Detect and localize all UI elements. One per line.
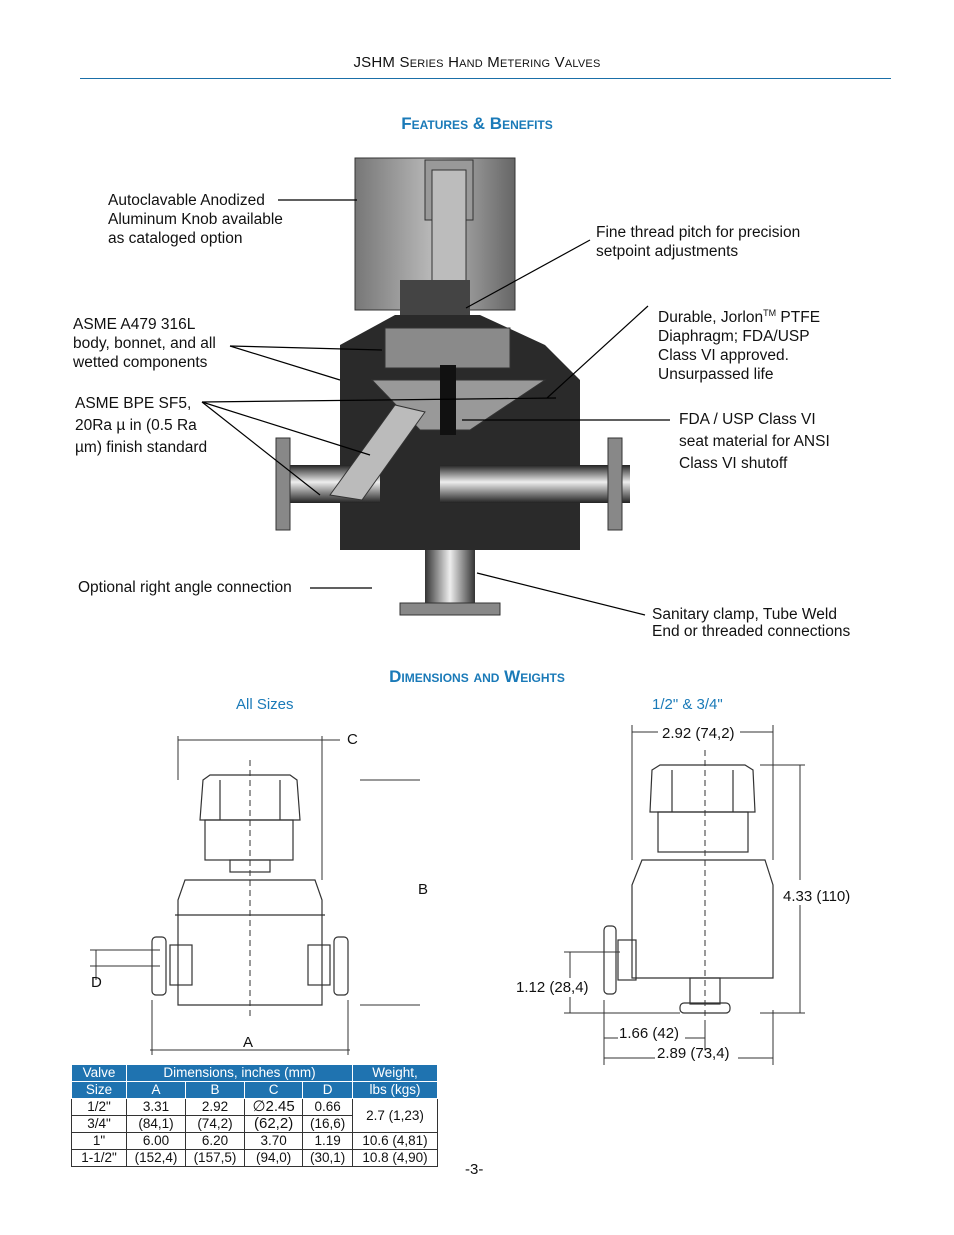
callout-line: seat material for ANSI [679, 433, 830, 450]
left-drawing-title: All Sizes [236, 696, 294, 713]
header-rule [80, 78, 891, 79]
table-row: 1" 6.00 6.20 3.70 1.19 10.6 (4,81) [71, 1132, 438, 1150]
callout-line: body, bonnet, and all [73, 335, 216, 352]
header-weight: Weight, [352, 1064, 438, 1082]
cell-weight: 10.6 (4,81) [352, 1132, 438, 1150]
cell-weight: 10.8 (4,90) [352, 1149, 438, 1167]
callout-line: as cataloged option [108, 230, 243, 247]
callout-thread: Fine thread pitch for precision setpoint… [596, 223, 800, 261]
header-col-d: D [302, 1081, 353, 1099]
dim-height: 4.33 (110) [783, 888, 851, 905]
header-col-b: B [184, 1081, 245, 1099]
callout-line: Unsurpassed life [658, 366, 774, 384]
dim-label-c: C [347, 731, 358, 748]
callout-line: End or threaded connections [652, 623, 851, 640]
header-lbs: lbs (kgs) [352, 1081, 438, 1099]
callout-line: Autoclavable Anodized [108, 192, 265, 209]
dim-label-d: D [91, 974, 102, 991]
callout-line: ASME BPE SF5, [75, 395, 192, 412]
cell-b: (157,5) [184, 1149, 245, 1167]
dim-width: 2.92 (74,2) [662, 725, 735, 742]
drawing-all-sizes [90, 736, 420, 1055]
callout-line: setpoint adjustments [596, 243, 739, 260]
callout-line: Durable, JorlonTM PTFE [658, 304, 820, 327]
cell-c: 3.70 [243, 1132, 304, 1150]
cell-a: (152,4) [126, 1149, 186, 1167]
callout-diaphragm: Durable, JorlonTM PTFE Diaphragm; FDA/US… [658, 304, 820, 384]
table-row: 3/4" (84,1) (74,2) (62,2) (16,6) [71, 1115, 438, 1133]
callout-finish: ASME BPE SF5, 20Ra µ in (0.5 Ra µm) fini… [75, 393, 207, 459]
cell-d: (16,6) [302, 1115, 353, 1133]
header-size: Size [71, 1081, 127, 1099]
cell-size: 1/2" [71, 1098, 127, 1116]
callout-text: PTFE [776, 309, 821, 327]
cell-size: 3/4" [71, 1115, 127, 1133]
table-row: 1/2" 3.31 2.92 ∅2.45 0.66 2.7 (1,23) [71, 1098, 438, 1133]
callout-line: µm) finish standard [75, 439, 208, 456]
page-header: JSHM Series Hand Metering Valves [353, 54, 601, 71]
cell-b: 6.20 [184, 1132, 245, 1150]
cell-a: 6.00 [126, 1132, 186, 1150]
callout-line: FDA / USP Class VI [679, 411, 816, 428]
header-col-a: A [126, 1081, 186, 1099]
features-heading: Features & Benefits [401, 114, 553, 133]
dimensions-heading: Dimensions and Weights [389, 667, 565, 686]
dim-offset: 1.66 (42) [619, 1025, 680, 1042]
valve-cutaway-illustration [201, 157, 670, 616]
cell-size: 1" [71, 1132, 127, 1150]
cell-c: (62,2) [243, 1115, 304, 1133]
callout-knob: Autoclavable Anodized Aluminum Knob avai… [108, 191, 283, 248]
dim-label-b: B [418, 881, 429, 898]
table-header-row: Size A B C D lbs (kgs) [71, 1081, 438, 1099]
callout-line: Class VI shutoff [679, 455, 788, 472]
page-number: -3- [465, 1161, 484, 1178]
callout-seat: FDA / USP Class VI seat material for ANS… [679, 409, 830, 475]
drawing-half-three-quarter [564, 725, 805, 1065]
cell-c: ∅2.45 [243, 1098, 304, 1116]
cell-d: (30,1) [302, 1149, 353, 1167]
cell-a: (84,1) [126, 1115, 186, 1133]
dim-overall: 2.89 (73,4) [657, 1045, 730, 1062]
callout-line: ASME A479 316L [73, 316, 196, 333]
cell-b: (74,2) [184, 1115, 245, 1133]
callout-right-angle: Optional right angle connection [78, 579, 292, 596]
dim-port: 1.12 (28,4) [516, 979, 589, 996]
callout-clamp: Sanitary clamp, Tube Weld End or threade… [652, 606, 850, 640]
cell-d: 0.66 [302, 1098, 353, 1116]
callout-text: Durable, Jorlon [658, 309, 764, 327]
header-dims: Dimensions, inches (mm) [126, 1064, 353, 1082]
callout-line: Sanitary clamp, Tube Weld [652, 606, 837, 623]
cell-size: 1-1/2" [71, 1149, 127, 1167]
dim-label-a: A [243, 1034, 254, 1051]
callout-line: Diaphragm; FDA/USP [658, 328, 810, 346]
trademark-mark: TM [763, 308, 777, 318]
callout-line: 20Ra µ in (0.5 Ra [75, 417, 197, 434]
callout-line: Fine thread pitch for precision [596, 224, 801, 241]
table-header-row: Valve Dimensions, inches (mm) Weight, [71, 1064, 438, 1082]
cell-a: 3.31 [126, 1098, 186, 1116]
cell-c: (94,0) [243, 1149, 304, 1167]
cell-weight: 2.7 (1,23) [352, 1098, 438, 1133]
callout-line: Class VI approved. [658, 347, 789, 365]
header-col-c: C [243, 1081, 304, 1099]
header-valve: Valve [71, 1064, 127, 1082]
dimensions-table: Valve Dimensions, inches (mm) Weight, Si… [71, 1064, 438, 1167]
cell-d: 1.19 [302, 1132, 353, 1150]
callout-line: Aluminum Knob available [108, 211, 283, 228]
callout-line: wetted components [73, 354, 208, 371]
right-drawing-title: 1/2" & 3/4" [652, 696, 723, 713]
callout-body: ASME A479 316L body, bonnet, and all wet… [73, 315, 216, 372]
table-row: 1-1/2" (152,4) (157,5) (94,0) (30,1) 10.… [71, 1149, 438, 1167]
cell-b: 2.92 [184, 1098, 245, 1116]
